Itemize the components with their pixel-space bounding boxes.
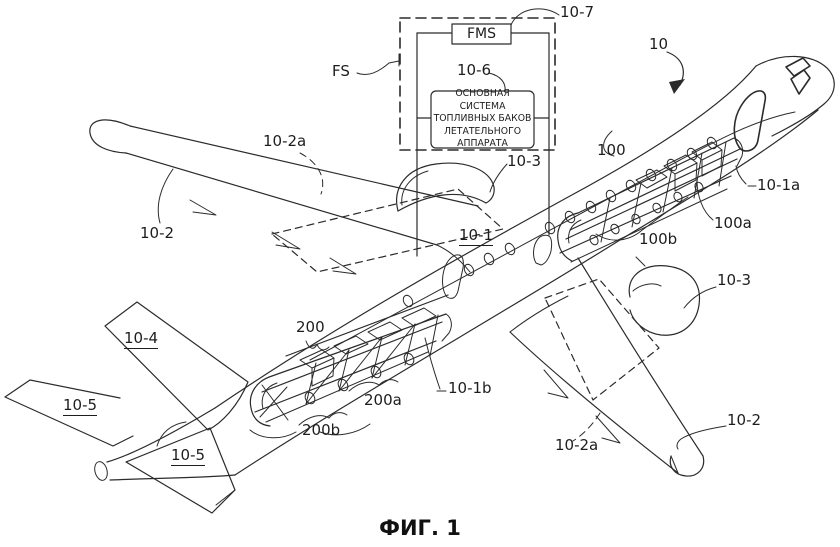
ref-label-vertical-stabilizer: 10-4: [124, 329, 159, 349]
system-name-line: ТОПЛИВНЫХ БАКОВ: [433, 113, 532, 125]
forward-fuel-tank: [557, 130, 744, 263]
system-name-text: ОСНОВНАЯ СИСТЕМА ТОПЛИВНЫХ БАКОВ ЛЕТАТЕЛ…: [431, 88, 534, 150]
right-engine: [628, 256, 701, 336]
ref-label-fuselage-fwd: 10-1a: [757, 176, 801, 194]
ref-label-fuselage-aft: 10-1b: [448, 379, 492, 397]
ref-label-horizontal-stabilizer-left: 10-5: [63, 396, 98, 416]
ref-label-fwd-tank-a: 100a: [714, 214, 752, 232]
right-wing: [509, 257, 705, 477]
ref-label-fuselage: 10-1: [459, 226, 494, 246]
left-engine: [396, 162, 495, 212]
fs-boundary-label: FS: [332, 62, 350, 80]
system-name-box: [430, 90, 535, 149]
fms-box: [451, 23, 512, 45]
fuselage-windows: [402, 136, 718, 308]
ref-label-wing-tank-right: 10-2a: [555, 436, 599, 454]
ref-label-horizontal-stabilizer-right: 10-5: [171, 446, 206, 466]
ref-label-aft-tank-a: 200a: [364, 391, 402, 409]
system-name-line: ЛЕТАТЕЛЬНОГО: [443, 125, 522, 137]
ref-label-fwd-tank: 100: [597, 141, 626, 159]
left-wing: [89, 119, 504, 275]
ref-label-fwd-tank-b: 100b: [639, 230, 678, 248]
tail-group: [4, 301, 249, 514]
ref-label-fms: 10-7: [560, 3, 595, 21]
fms-system-box: [399, 17, 556, 257]
aft-fuel-tank: [249, 294, 452, 439]
system-name-line: АППАРАТА: [457, 138, 508, 150]
leader-lines: [156, 8, 757, 450]
ref-label-engine-left: 10-3: [507, 152, 542, 170]
ref-label-engine-right: 10-3: [717, 271, 752, 289]
system-name-line: ОСНОВНАЯ СИСТЕМА: [455, 88, 510, 112]
fms-box-label: FMS: [466, 26, 497, 42]
fig-caption: ФИГ. 1: [379, 516, 461, 540]
ref-label-aft-tank-b: 200b: [302, 421, 341, 439]
ref-label-wing-left: 10-2: [140, 224, 175, 242]
ref-label-wing-right: 10-2: [727, 411, 762, 429]
ref-label-system-unit: 10-6: [457, 61, 492, 79]
ref-label-aircraft: 10: [649, 35, 669, 53]
ref-label-aft-tank: 200: [296, 318, 325, 336]
ref-label-wing-tank-left: 10-2a: [263, 132, 307, 150]
